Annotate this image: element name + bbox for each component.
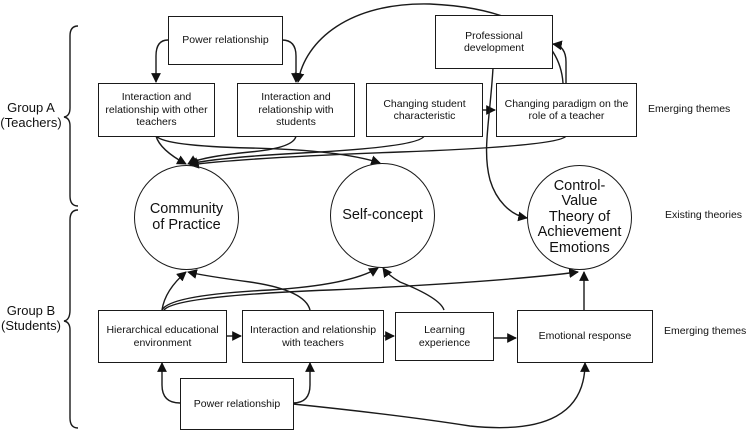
edge-paradigm-to-community bbox=[189, 135, 567, 169]
edge-power-a-to-students bbox=[281, 39, 301, 83]
row-label-emerging-themes-bottom: Emerging themes bbox=[664, 325, 747, 337]
theme-b-interaction-teachers-text: Interaction and relationship with teache… bbox=[249, 324, 377, 349]
theme-a-interaction-teachers-box: Interaction and relationship with other … bbox=[98, 83, 215, 137]
group-b-label: Group B (Students) bbox=[0, 303, 66, 333]
theme-b-learning-box: Learning experience bbox=[395, 312, 494, 361]
theme-b-emotional-text: Emotional response bbox=[538, 330, 632, 343]
theme-a-changing-paradigm-text: Changing paradigm on the role of a teach… bbox=[504, 97, 629, 123]
edge-hierarchical-to-controlvalue bbox=[163, 268, 579, 311]
theme-a-changing-characteristic-box: Changing student characteristic bbox=[366, 83, 483, 137]
theory-community-of-practice-text: Community of Practice bbox=[149, 201, 224, 233]
theme-a-changing-characteristic-text: Changing student characteristic bbox=[383, 97, 466, 123]
edge-interaction-to-community bbox=[187, 269, 311, 311]
theme-b-learning-text: Learning experience bbox=[418, 324, 471, 349]
group-a-brace bbox=[63, 25, 79, 207]
edge-teachers-to-community bbox=[155, 135, 187, 165]
edge-power-b-to-emotional bbox=[292, 362, 590, 429]
theme-b-hierarchical-box: Hierarchical educational environment bbox=[98, 310, 227, 363]
theme-a-interaction-students-box: Interaction and relationship with studen… bbox=[237, 83, 355, 137]
group-a-subtitle: (Teachers) bbox=[0, 115, 62, 130]
professional-development-text: Professional development bbox=[463, 29, 525, 55]
theme-b-hierarchical-text: Hierarchical educational environment bbox=[106, 324, 219, 349]
theme-a-changing-paradigm-box: Changing paradigm on the role of a teach… bbox=[496, 83, 637, 137]
edge-hierarchical-to-community bbox=[161, 271, 187, 311]
power-relationship-teachers-box: Power relationship bbox=[168, 16, 283, 65]
group-b-subtitle: (Students) bbox=[1, 318, 61, 333]
group-b-brace bbox=[63, 209, 79, 429]
group-a-title: Group A bbox=[7, 100, 55, 115]
row-label-emerging-themes-top: Emerging themes bbox=[648, 103, 731, 115]
theory-self-concept: Self-concept bbox=[330, 163, 435, 268]
theme-a-interaction-students-text: Interaction and relationship with studen… bbox=[258, 91, 334, 129]
edge-teachers-to-selfconcept bbox=[155, 135, 381, 165]
theory-control-value-text: Control-Value Theory of Achievement Emot… bbox=[537, 177, 622, 256]
group-b-title: Group B bbox=[6, 303, 56, 318]
edge-hierarchical-to-selfconcept bbox=[161, 267, 379, 311]
edge-learning-to-selfconcept bbox=[382, 267, 445, 311]
theme-b-emotional-box: Emotional response bbox=[517, 310, 653, 363]
edge-power-b-to-interaction bbox=[292, 362, 315, 404]
professional-development-box: Professional development bbox=[435, 15, 553, 69]
power-relationship-students-box: Power relationship bbox=[180, 378, 294, 430]
row-label-existing-theories: Existing theories bbox=[665, 209, 743, 221]
edge-profdev-to-controlvalue bbox=[485, 67, 528, 222]
edge-paradigm-to-profdev bbox=[552, 40, 567, 83]
theory-self-concept-text: Self-concept bbox=[342, 206, 423, 223]
theme-b-interaction-teachers-box: Interaction and relationship with teache… bbox=[242, 310, 384, 363]
edge-power-b-to-hierarchical bbox=[157, 362, 181, 404]
edge-characteristic-to-community bbox=[188, 135, 425, 167]
theory-control-value: Control-Value Theory of Achievement Emot… bbox=[527, 165, 632, 270]
power-relationship-students-text: Power relationship bbox=[193, 397, 281, 410]
edge-power-a-to-teachers bbox=[151, 39, 169, 83]
theme-a-interaction-teachers-text: Interaction and relationship with other … bbox=[105, 91, 208, 129]
power-relationship-teachers-text: Power relationship bbox=[182, 34, 269, 47]
group-a-label: Group A (Teachers) bbox=[0, 100, 66, 130]
theory-community-of-practice: Community of Practice bbox=[134, 165, 239, 270]
